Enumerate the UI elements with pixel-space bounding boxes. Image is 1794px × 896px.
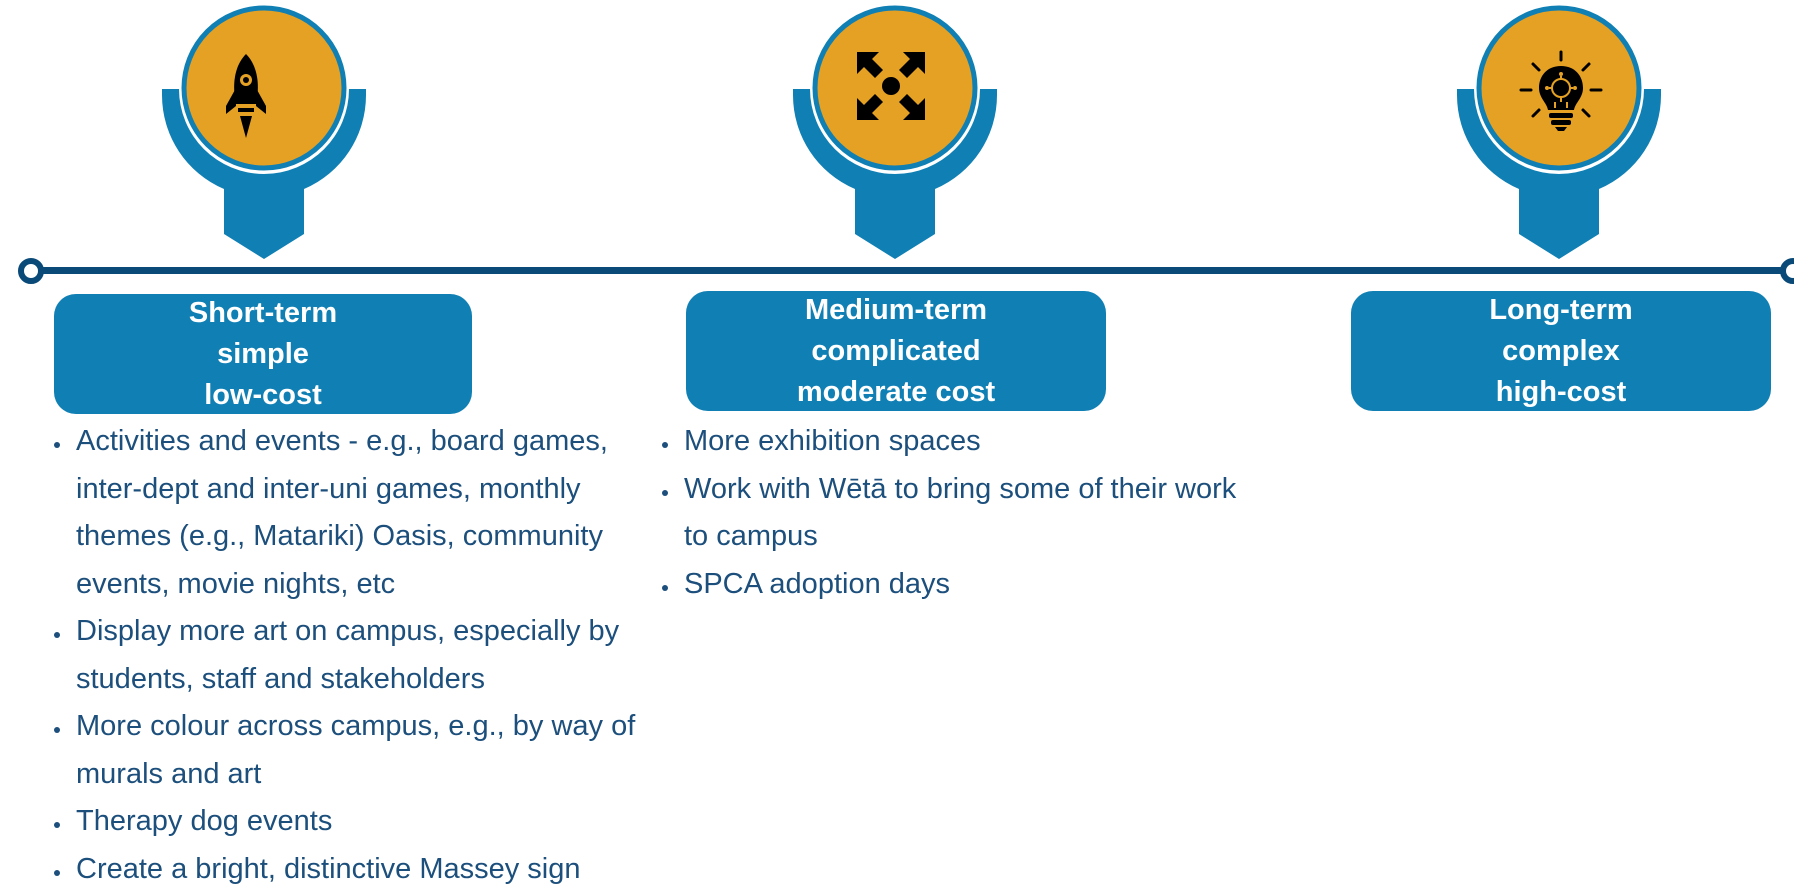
- list-item: Display more art on campus, especially b…: [72, 608, 672, 703]
- list-item: SPCA adoption days: [680, 561, 1260, 609]
- stage-title-line: moderate cost: [796, 375, 996, 408]
- short-term-list: Activities and events - e.g., board game…: [44, 418, 672, 893]
- stage-title-line: low-cost: [204, 378, 322, 411]
- list-item: Work with Wētā to bring some of their wo…: [680, 466, 1260, 561]
- stage-marker-short-term: [154, 0, 374, 262]
- stage-title-line: complex: [1502, 334, 1620, 367]
- stage-title-line: high-cost: [1495, 375, 1627, 408]
- timeline-end-circle: [1780, 258, 1794, 284]
- stage-title-line: Medium-term: [804, 293, 988, 326]
- timeline-line: [34, 267, 1794, 274]
- medium-term-list: More exhibition spaces Work with Wētā to…: [652, 418, 1260, 608]
- list-item: Activities and events - e.g., board game…: [72, 418, 672, 608]
- stage-label-short-term: Short-term simple low-cost: [54, 294, 472, 414]
- list-item: Create a bright, distinctive Massey sign: [72, 846, 672, 894]
- stage-label-long-term: Long-term complex high-cost: [1351, 291, 1771, 411]
- stage-label-medium-term: Medium-term complicated moderate cost: [686, 291, 1106, 411]
- list-item: More colour across campus, e.g., by way …: [72, 703, 672, 798]
- stage-title-line: Short-term: [188, 296, 338, 329]
- stage-title-line: complicated: [811, 334, 981, 367]
- stage-title-line: simple: [217, 337, 309, 370]
- list-item: More exhibition spaces: [680, 418, 1260, 466]
- expand-arrows-icon: [855, 50, 935, 130]
- list-item: Therapy dog events: [72, 798, 672, 846]
- stage-marker-long-term: [1449, 0, 1669, 262]
- rocket-icon: [224, 50, 304, 138]
- stage-marker-medium-term: [785, 0, 1005, 262]
- stage-title-line: Long-term: [1489, 293, 1633, 326]
- timeline-start-circle: [18, 258, 44, 284]
- lightbulb-idea-icon: [1519, 50, 1603, 131]
